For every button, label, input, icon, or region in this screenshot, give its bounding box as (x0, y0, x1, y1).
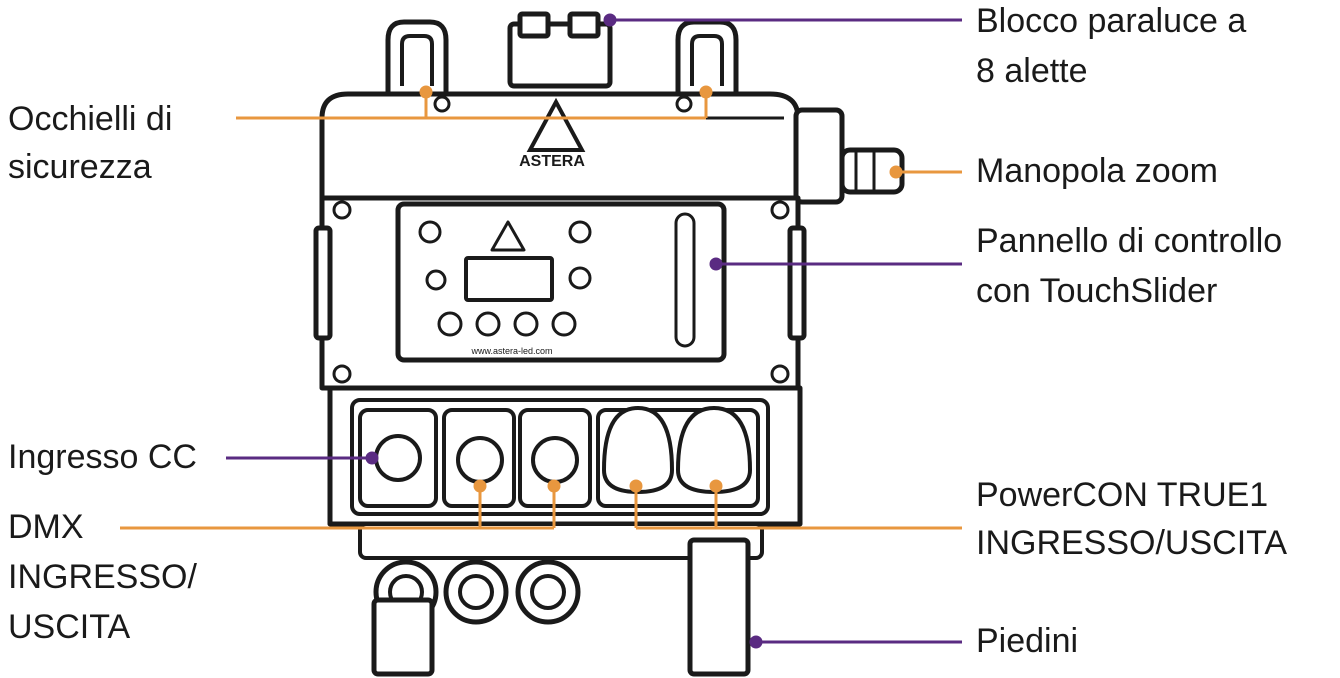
label-dc-input: Ingresso CC (8, 438, 197, 476)
powercon-out (676, 406, 752, 494)
left-foot (371, 597, 435, 677)
label-eyelets-1: Occhielli di (8, 100, 173, 138)
powercon-in (602, 406, 674, 494)
label-barndoor-2: 8 alette (976, 52, 1088, 90)
label-control-panel-1: Pannello di controllo (976, 222, 1283, 260)
panel-display (464, 256, 554, 302)
label-powercon-1: PowerCON TRUE1 (976, 476, 1269, 514)
device-logo: ASTERA (519, 153, 585, 170)
label-dmx-2: INGRESSO/ (8, 558, 197, 596)
label-feet: Piedini (976, 622, 1079, 660)
panel-url: www.astera-led.com (470, 346, 552, 356)
right-foot (687, 537, 751, 677)
label-control-panel-2: con TouchSlider (976, 272, 1218, 310)
label-dmx-3: USCITA (8, 608, 131, 646)
label-eyelets-2: sicurezza (8, 148, 152, 186)
touch-slider (674, 212, 696, 348)
power-button (418, 220, 442, 244)
label-barndoor-1: Blocco paraluce a (976, 2, 1247, 40)
label-dmx-1: DMX (8, 508, 84, 546)
zoom-housing (793, 107, 845, 205)
label-zoom: Manopola zoom (976, 152, 1218, 190)
label-powercon-2: INGRESSO/USCITA (976, 524, 1288, 562)
barndoor-block (507, 21, 613, 89)
